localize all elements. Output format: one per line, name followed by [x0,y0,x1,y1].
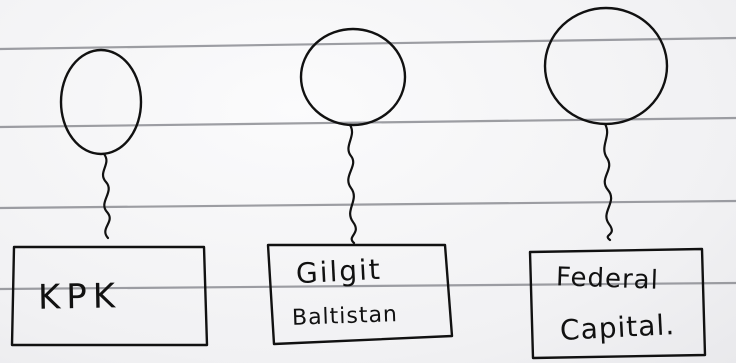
balloon-label-kpk: KPK [38,279,122,314]
balloon-label-federal: Federal [556,264,660,294]
balloon-string [103,154,110,238]
balloon-icon [61,50,141,154]
balloon-federal-capital [530,8,705,358]
balloon-gilgit-baltistan [268,29,452,344]
balloon-label-capital: Capital. [559,311,675,345]
balloon-string [348,125,356,243]
balloon-label-baltistan: Baltistan [292,304,399,330]
balloon-icon [545,8,667,124]
balloon-icon [301,29,405,125]
balloon-label-gilgit: Gilgit [295,256,382,288]
balloon-string [604,124,612,240]
